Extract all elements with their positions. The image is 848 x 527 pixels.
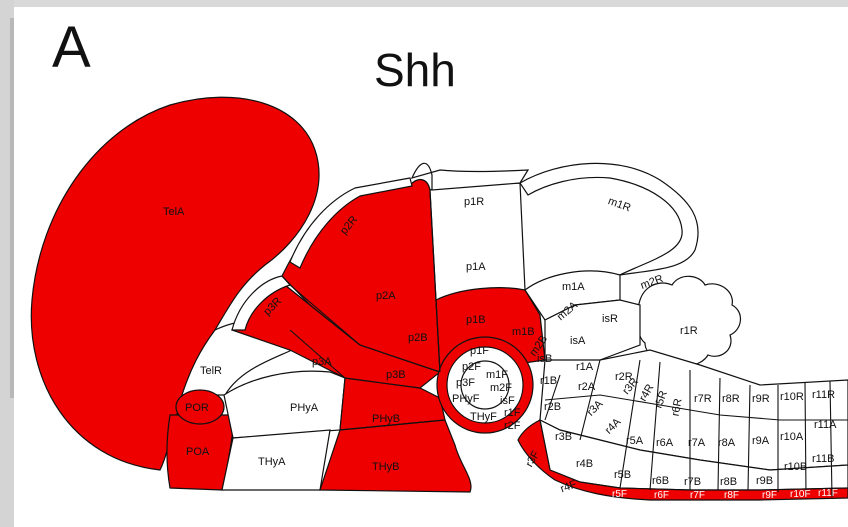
label-r9F: r9F	[762, 490, 777, 501]
label-r9B: r9B	[756, 475, 773, 487]
label-r2F: r2F	[504, 420, 521, 432]
label-isB: isB	[537, 353, 552, 365]
label-TelA: TelA	[163, 206, 185, 218]
label-r11B: r11B	[812, 453, 834, 465]
region-THyB	[320, 420, 471, 492]
label-p3A: p3A	[312, 356, 332, 368]
label-r5A: r5A	[626, 435, 644, 447]
label-r9R: r9R	[752, 393, 770, 405]
label-r4B: r4B	[576, 458, 593, 470]
label-p2A: p2A	[376, 290, 396, 302]
label-r8R: r8R	[722, 393, 740, 405]
figure-panel: A Shh	[14, 7, 848, 527]
left-edge-bar	[0, 0, 14, 527]
label-r8B: r8B	[720, 476, 737, 488]
region-PHyA	[224, 371, 345, 438]
label-r10F: r10F	[790, 489, 811, 500]
label-TelR: TelR	[200, 365, 222, 377]
label-r5F: r5F	[612, 489, 627, 500]
label-p1A: p1A	[466, 261, 486, 273]
label-r2A: r2A	[578, 381, 596, 393]
label-r8F: r8F	[724, 490, 739, 501]
label-r1R: r1R	[680, 325, 698, 337]
label-r6A: r6A	[656, 437, 674, 449]
label-p1B: p1B	[466, 314, 486, 326]
label-r7F: r7F	[690, 490, 705, 501]
label-r1B: r1B	[540, 375, 557, 387]
label-THyF: THyF	[470, 411, 497, 423]
label-PHyA: PHyA	[290, 402, 319, 414]
region-m1R	[520, 163, 698, 285]
label-p1R: p1R	[464, 196, 484, 208]
label-r8A: r8A	[718, 437, 736, 449]
label-r6F: r6F	[654, 490, 669, 501]
label-POA: POA	[186, 446, 210, 458]
label-isF: isF	[500, 395, 515, 407]
label-r1F: r1F	[504, 407, 521, 419]
label-r7A: r7A	[688, 437, 706, 449]
label-r2B: r2B	[544, 401, 561, 413]
label-POR: POR	[185, 402, 209, 414]
label-m2F: m2F	[490, 382, 512, 394]
label-m1R: m1R	[606, 195, 632, 214]
label-r7B: r7B	[684, 476, 701, 488]
label-p2F: p2F	[462, 361, 481, 373]
label-PHyF: PHyF	[452, 393, 480, 405]
label-r11F: r11F	[818, 488, 838, 499]
label-r3B: r3B	[555, 431, 572, 443]
label-p3F: p3F	[456, 377, 475, 389]
label-m1F: m1F	[486, 369, 508, 381]
label-r10A: r10A	[780, 431, 804, 443]
label-isR: isR	[602, 313, 618, 325]
label-p3B: p3B	[386, 369, 406, 381]
label-isA: isA	[570, 335, 586, 347]
label-PHyB: PHyB	[372, 413, 400, 425]
label-THyB: THyB	[372, 461, 400, 473]
label-m1A: m1A	[562, 281, 585, 293]
label-r6B: r6B	[652, 475, 669, 487]
label-m1B: m1B	[512, 326, 535, 338]
label-r9A: r9A	[752, 435, 770, 447]
label-r1A: r1A	[576, 361, 594, 373]
label-r7R: r7R	[694, 393, 712, 405]
brain-region-map: TelA TelR POR POA PHyA THyA PHyB THyB p3…	[14, 7, 848, 527]
label-r10B: r10B	[784, 461, 807, 473]
label-r5B: r5B	[614, 469, 631, 481]
label-p2B: p2B	[408, 332, 428, 344]
label-p1F: p1F	[470, 345, 489, 357]
label-THyA: THyA	[258, 456, 286, 468]
label-r11R: r11R	[812, 389, 835, 401]
label-r11A: r11A	[814, 419, 837, 431]
label-r10R: r10R	[780, 391, 804, 403]
